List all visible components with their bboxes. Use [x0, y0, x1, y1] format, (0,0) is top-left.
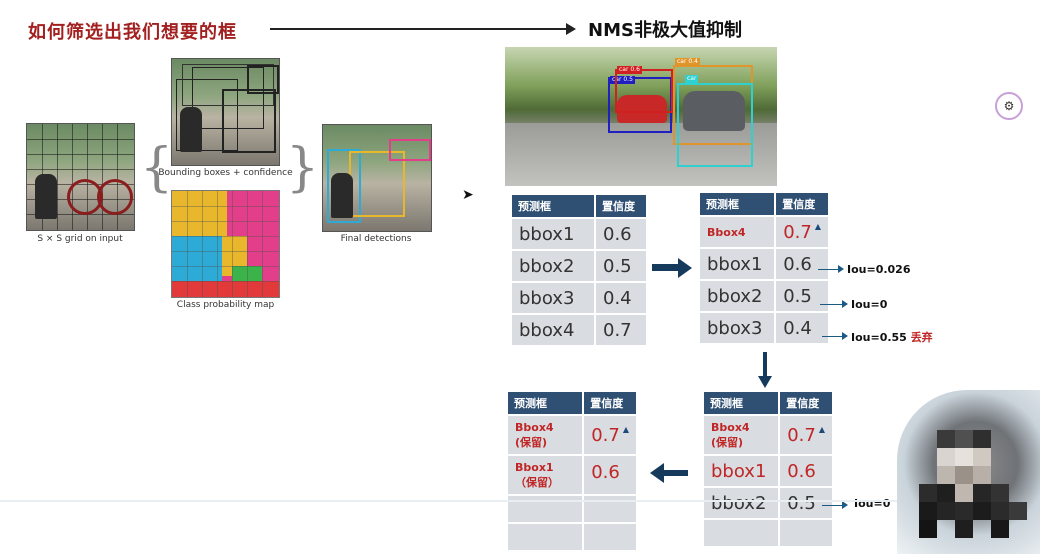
table-row: bbox1 0.6	[512, 219, 646, 249]
cell-box: bbox3	[512, 283, 594, 313]
table-row: Bbox1 （保留） 0.6	[508, 456, 636, 494]
cell-box: bbox4	[512, 315, 594, 345]
table-row: bbox2 0.5	[700, 281, 828, 311]
col-header-box: 预测框	[508, 392, 583, 414]
cell-conf: 0.7▲	[780, 416, 832, 454]
red-car	[617, 95, 667, 123]
table-row: bbox1 0.6	[704, 456, 832, 486]
cell-box: bbox2	[704, 488, 779, 518]
cell-box	[508, 524, 583, 550]
discard-label: 丢弃	[910, 331, 933, 344]
cell-box: Bbox4 (保留)	[704, 416, 779, 454]
cell-conf	[780, 520, 832, 546]
cell-box: Bbox4	[700, 217, 775, 247]
iou-value: Iou=0	[851, 298, 888, 311]
final-caption: Final detections	[340, 234, 412, 244]
bbox-caption: Bounding boxes + confidence	[158, 168, 293, 178]
table-row: bbox2 0.5	[704, 488, 832, 518]
car-detection-photo: car 0.5 car 0.6 car 0.4 car	[505, 47, 777, 186]
cell-conf: 0.6	[776, 249, 828, 279]
cell-box	[704, 520, 779, 546]
left-brace-icon: {	[140, 138, 174, 198]
left-arrow-icon	[650, 463, 688, 483]
cell-box: bbox1	[512, 219, 594, 249]
triangle-icon: ▲	[622, 424, 629, 434]
cell-conf: 0.6	[584, 456, 636, 494]
cell-conf: 0.7▲	[584, 416, 636, 454]
table-row: bbox1 0.6	[700, 249, 828, 279]
cell-conf: 0.6	[596, 219, 646, 249]
iou-arrow-icon	[822, 332, 848, 340]
det-label-3: car	[685, 75, 699, 83]
cell-box: bbox3	[700, 313, 775, 343]
det-label-0: car 0.6	[617, 66, 642, 74]
table-row: bbox4 0.7	[512, 315, 646, 345]
triangle-icon: ▲	[814, 221, 821, 231]
col-header-conf: 置信度	[780, 392, 832, 414]
cell-box: bbox2	[700, 281, 775, 311]
det-label-1: car 0.4	[675, 58, 700, 66]
cell-conf: 0.5	[776, 281, 828, 311]
title-arrow-head	[566, 23, 576, 35]
webcam-overlay	[897, 390, 1040, 554]
table-row: Bbox4 0.7▲	[700, 217, 828, 247]
table-row: bbox3 0.4	[700, 313, 828, 343]
cell-conf	[584, 524, 636, 550]
cell-conf: 0.5	[780, 488, 832, 518]
grid-caption: S × S grid on input	[37, 234, 123, 244]
col-header-conf: 置信度	[584, 392, 636, 414]
cell-box: bbox2	[512, 251, 594, 281]
iou-value-discard: Iou=0.55 丢弃	[851, 331, 933, 344]
col-header-conf: 置信度	[776, 193, 828, 215]
table-sorted: 预测框 置信度 Bbox4 0.7▲ bbox1 0.6 bbox2 0.5 b…	[698, 191, 830, 345]
table-final: 预测框 置信度 Bbox4 (保留) 0.7▲ Bbox1 （保留） 0.6	[506, 390, 638, 552]
cell-box: Bbox1 （保留）	[508, 456, 583, 494]
col-header-box: 预测框	[512, 195, 594, 217]
table-initial: 预测框 置信度 bbox1 0.6 bbox2 0.5 bbox3 0.4 bb…	[510, 193, 648, 347]
iou-arrow-icon	[820, 300, 848, 308]
cell-conf: 0.5	[596, 251, 646, 281]
table-round2: 预测框 置信度 Bbox4 (保留) 0.7▲ bbox1 0.6 bbox2 …	[702, 390, 834, 548]
cell-conf: 0.7	[596, 315, 646, 345]
cell-conf: 0.7▲	[776, 217, 828, 247]
slide-title: 如何筛选出我们想要的框	[28, 22, 237, 43]
table-row: bbox2 0.5	[512, 251, 646, 281]
iou-arrow-icon	[822, 501, 848, 509]
divider	[0, 500, 900, 502]
app-logo-icon[interactable]: ⚙	[995, 92, 1023, 120]
cell-conf: 0.4	[776, 313, 828, 343]
class-probability-map	[171, 190, 280, 298]
right-arrow-icon	[652, 258, 692, 278]
cell-box: bbox1	[700, 249, 775, 279]
table-row: Bbox4 (保留) 0.7▲	[508, 416, 636, 454]
col-header-conf: 置信度	[596, 195, 646, 217]
nms-title: NMS非极大值抑制	[588, 20, 742, 41]
grid-input-image	[26, 123, 135, 231]
grey-car	[683, 91, 745, 131]
final-detections-image	[322, 124, 432, 232]
down-arrow-icon	[758, 352, 772, 388]
iou-value: Iou=0	[854, 497, 891, 510]
bounding-boxes-image	[171, 58, 280, 166]
triangle-icon: ▲	[818, 424, 825, 434]
classmap-caption: Class probability map	[176, 300, 275, 310]
cell-conf: 0.6	[780, 456, 832, 486]
det-label-2: car 0.5	[610, 76, 635, 84]
table-row: Bbox4 (保留) 0.7▲	[704, 416, 832, 454]
cell-conf: 0.4	[596, 283, 646, 313]
table-row	[508, 524, 636, 550]
right-brace-icon: }	[286, 138, 320, 198]
mouse-cursor-icon: ➤	[462, 187, 474, 203]
cell-box: Bbox4 (保留)	[508, 416, 583, 454]
table-row	[704, 520, 832, 546]
iou-value: Iou=0.026	[847, 263, 911, 276]
cell-box: bbox1	[704, 456, 779, 486]
col-header-box: 预测框	[700, 193, 775, 215]
title-arrow-line	[270, 28, 570, 30]
iou-arrow-icon	[818, 265, 844, 273]
table-row: bbox3 0.4	[512, 283, 646, 313]
col-header-box: 预测框	[704, 392, 779, 414]
